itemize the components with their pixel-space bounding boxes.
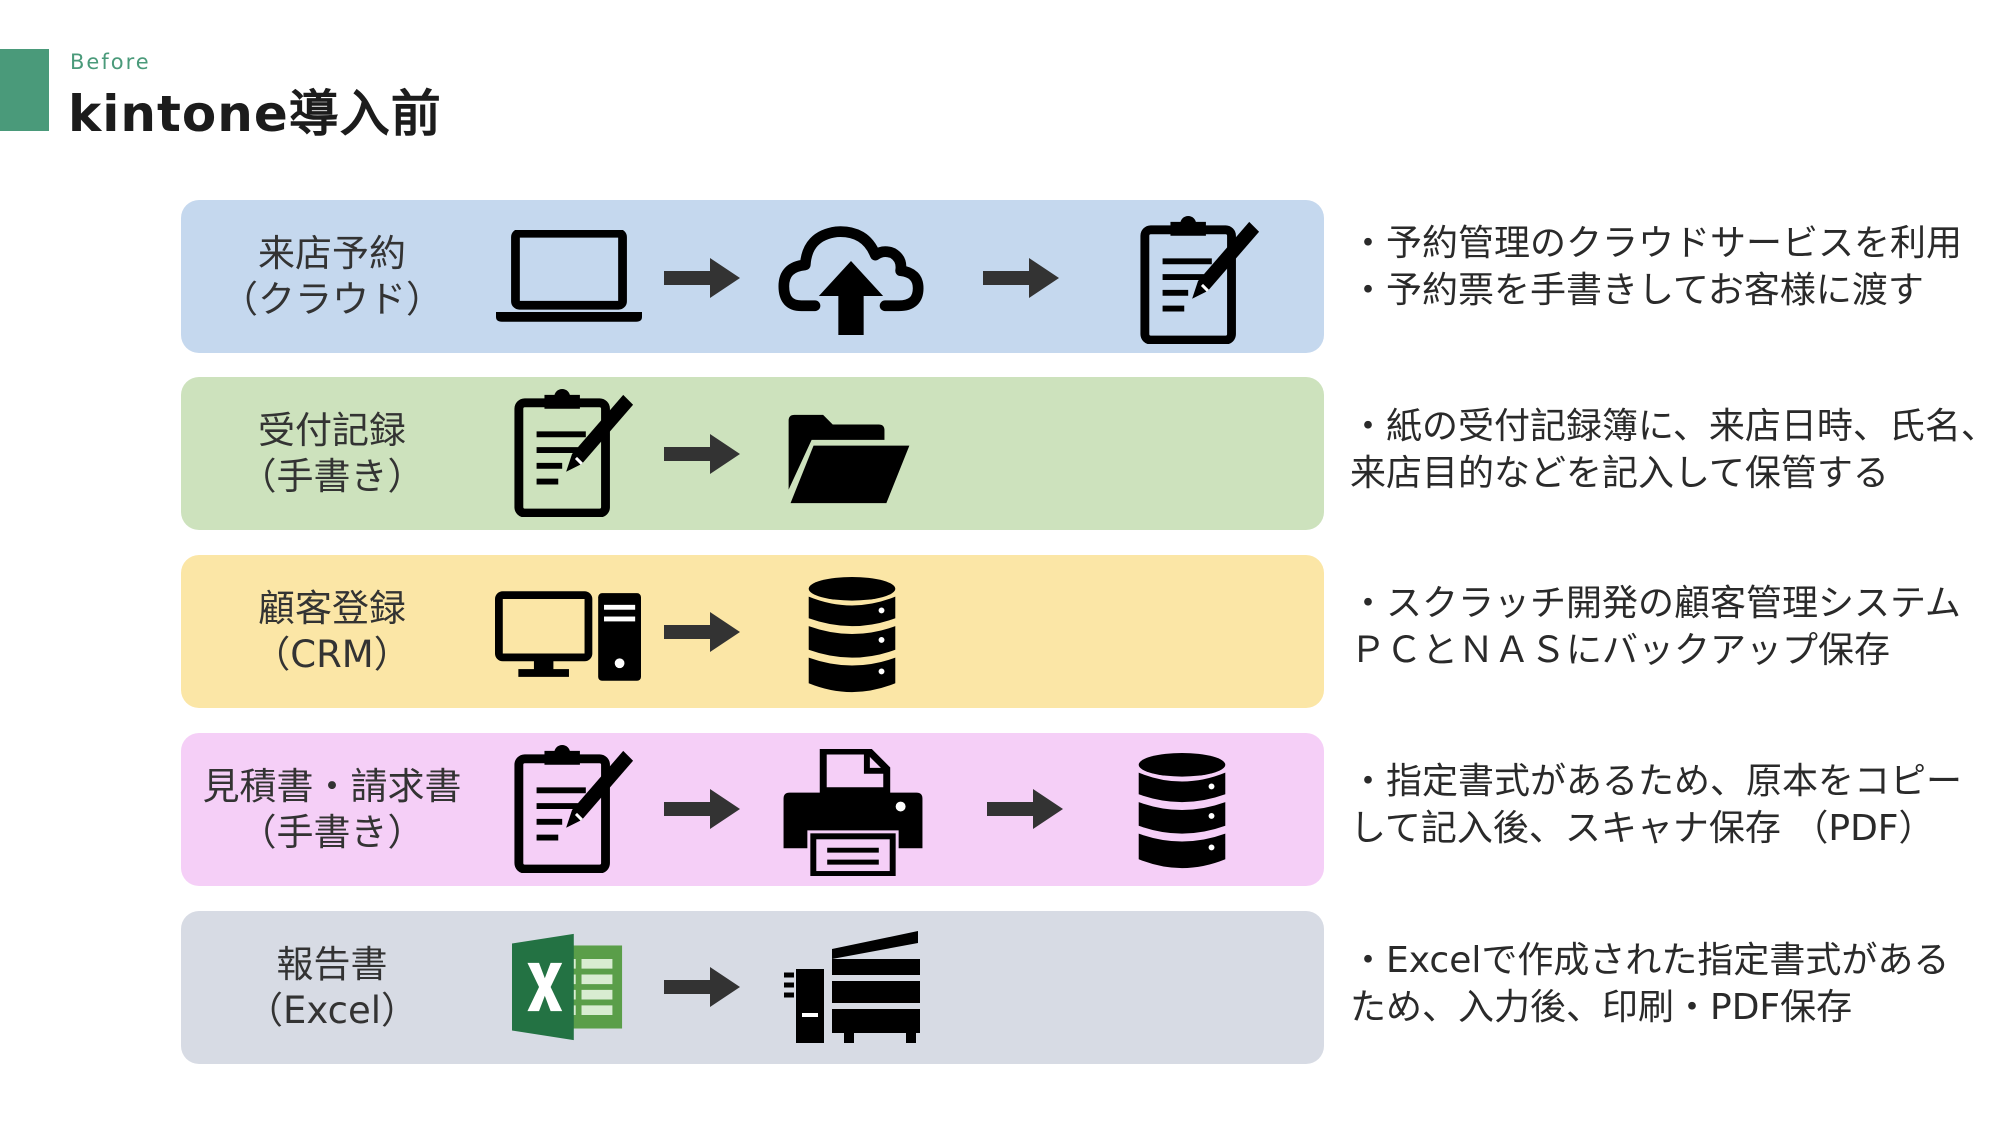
clipboard-edit-icon [512, 389, 636, 517]
row-description-report: ・Excelで作成された指定書式がある ため、入力後、印刷・PDF保存 [1350, 937, 2000, 1031]
excel-icon [512, 933, 624, 1041]
row-description-customer-registration: ・スクラッチ開発の顧客管理システム ＰＣとＮＡＳにバックアップ保存 [1350, 580, 2000, 674]
row-label: 見積書・請求書 （手書き） [181, 733, 483, 886]
arrow-right-icon [664, 965, 742, 1009]
desc-line2: ＰＣとＮＡＳにバックアップ保存 [1350, 630, 1891, 671]
row-label-line2: （CRM） [253, 632, 411, 676]
row-description-quote-invoice: ・指定書式があるため、原本をコピー して記入後、スキャナ保存 （PDF） [1350, 758, 2000, 852]
row-label-line2: （クラウド） [221, 277, 443, 321]
row-label-line1: 報告書 [276, 942, 388, 986]
row-quote-invoice: 見積書・請求書 （手書き） [181, 733, 1324, 886]
row-label-line1: 見積書・請求書 [202, 764, 462, 808]
desc-line1: ・指定書式があるため、原本をコピー [1350, 761, 1963, 802]
row-reception-log: 受付記録 （手書き） [181, 377, 1324, 530]
row-label: 報告書 （Excel） [181, 911, 483, 1064]
desc-line1: ・スクラッチ開発の顧客管理システム [1350, 583, 1961, 624]
clipboard-edit-icon [1138, 216, 1262, 344]
arrow-right-icon [664, 787, 742, 831]
arrow-right-icon [664, 256, 742, 300]
cloud-upload-icon [778, 222, 924, 335]
desc-line2: ・予約票を手書きしてお客様に渡す [1350, 270, 1924, 311]
desc-line1: ・紙の受付記録簿に、来店日時、氏名、 [1350, 406, 1997, 447]
row-description-reservation: ・予約管理のクラウドサービスを利用 ・予約票を手書きしてお客様に渡す [1350, 220, 2000, 314]
row-report: 報告書 （Excel） [181, 911, 1324, 1064]
multifunction-printer-icon [782, 929, 922, 1043]
section-kicker: Before [70, 50, 151, 74]
page-title: kintone導入前 [68, 85, 442, 143]
desktop-computer-icon [495, 591, 641, 681]
desc-line2: 来店目的などを記入して保管する [1350, 453, 1889, 494]
arrow-right-icon [664, 432, 742, 476]
database-icon [1136, 751, 1228, 873]
clipboard-edit-icon [512, 745, 636, 873]
laptop-icon [496, 230, 642, 324]
row-label: 顧客登録 （CRM） [181, 555, 483, 708]
desc-line2: ため、入力後、印刷・PDF保存 [1350, 987, 1853, 1028]
row-customer-registration: 顧客登録 （CRM） [181, 555, 1324, 708]
printer-icon [783, 749, 923, 876]
accent-bar [0, 49, 49, 131]
folder-open-icon [786, 413, 912, 505]
arrow-right-icon [983, 256, 1061, 300]
desc-line1: ・Excelで作成された指定書式がある [1350, 940, 1950, 981]
row-label-line2: （手書き） [239, 810, 425, 854]
row-reservation: 来店予約 （クラウド） [181, 200, 1324, 353]
row-description-reception-log: ・紙の受付記録簿に、来店日時、氏名、 来店目的などを記入して保管する [1350, 403, 2000, 497]
row-label: 来店予約 （クラウド） [181, 200, 483, 353]
row-label: 受付記録 （手書き） [181, 377, 483, 530]
desc-line1: ・予約管理のクラウドサービスを利用 [1350, 223, 1963, 264]
database-icon [806, 575, 898, 697]
arrow-right-icon [664, 610, 742, 654]
row-label-line2: （手書き） [239, 454, 425, 498]
row-label-line1: 顧客登録 [258, 586, 406, 630]
row-label-line2: （Excel） [245, 988, 418, 1032]
row-label-line1: 受付記録 [258, 408, 406, 452]
arrow-right-icon [987, 787, 1065, 831]
desc-line2: して記入後、スキャナ保存 （PDF） [1350, 808, 1935, 849]
row-label-line1: 来店予約 [258, 231, 406, 275]
